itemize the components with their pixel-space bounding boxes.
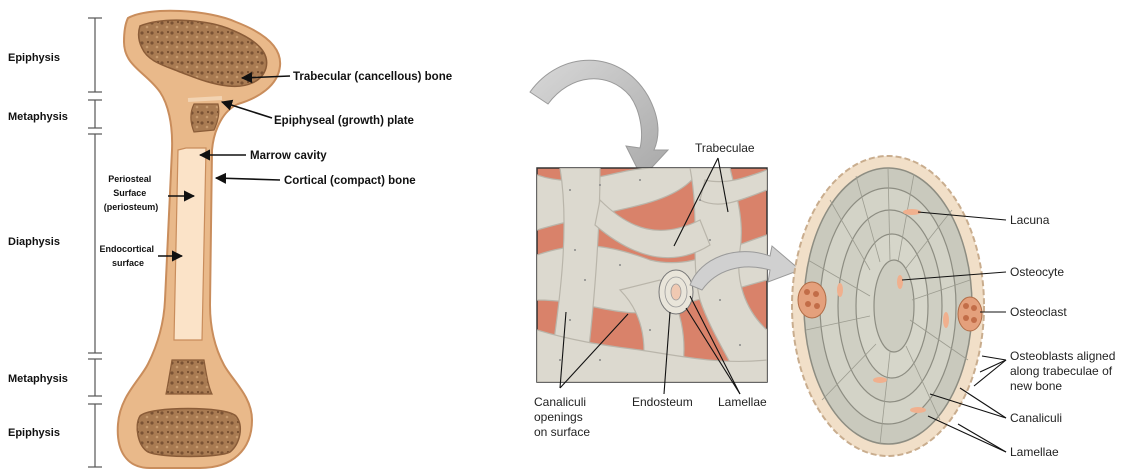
label-osteoblasts: Osteoblasts aligned along trabeculae of … xyxy=(1010,349,1119,393)
label-marrow-cavity: Marrow cavity xyxy=(250,150,327,162)
label-lamellae-spongy: Lamellae xyxy=(718,395,767,409)
label-cortical-bone: Cortical (compact) bone xyxy=(284,175,416,187)
label-osteocyte: Osteocyte xyxy=(1010,265,1064,279)
label-trabeculae: Trabeculae xyxy=(695,141,755,155)
label-canaliculi-openings: Canaliculi openings on surface xyxy=(534,395,590,439)
label-epiphysis-bottom: Epiphysis xyxy=(8,427,60,439)
label-diaphysis: Diaphysis xyxy=(8,236,60,248)
spongy-bone-block xyxy=(537,168,767,382)
label-metaphysis-top: Metaphysis xyxy=(8,111,68,123)
long-bone-illustration xyxy=(118,11,280,468)
label-osteoclast: Osteoclast xyxy=(1010,305,1067,319)
label-lamellae-osteon: Lamellae xyxy=(1010,445,1059,459)
curved-arrow-icon xyxy=(530,60,668,178)
label-endocortical-surface: Endocortical surface xyxy=(99,244,156,268)
label-metaphysis-bottom: Metaphysis xyxy=(8,373,68,385)
label-lacuna: Lacuna xyxy=(1010,213,1050,227)
zone-brackets xyxy=(88,18,102,467)
label-canaliculi-osteon: Canaliculi xyxy=(1010,411,1062,425)
label-trabecular-bone: Trabecular (cancellous) bone xyxy=(293,71,452,83)
label-epiphysis-top: Epiphysis xyxy=(8,52,60,64)
label-growth-plate: Epiphyseal (growth) plate xyxy=(274,115,414,127)
trabecula-cross-section xyxy=(792,156,984,456)
label-periosteal-surface: Periosteal Surface (periosteum) xyxy=(104,174,159,212)
label-endosteum: Endosteum xyxy=(632,395,693,409)
